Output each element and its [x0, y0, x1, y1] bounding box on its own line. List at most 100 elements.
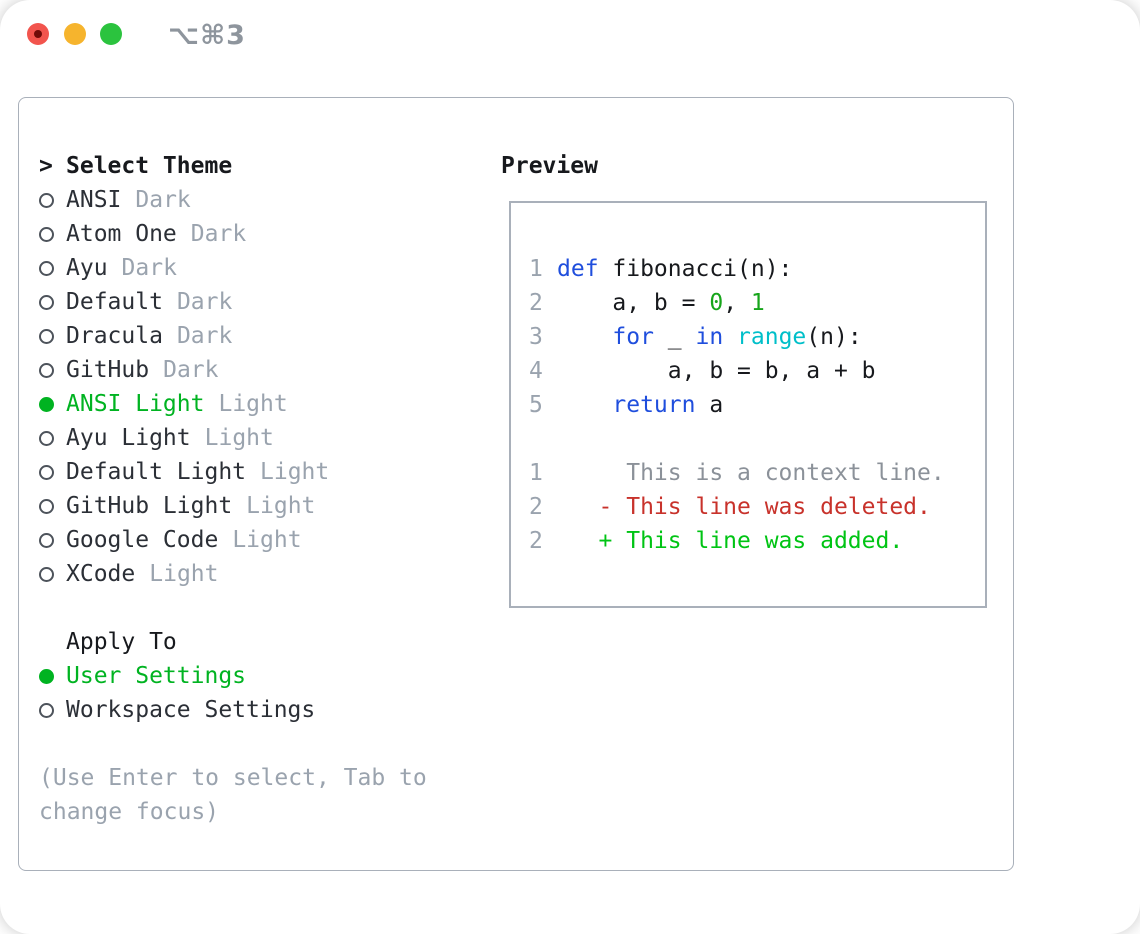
code-line: 3 for _ in range(n):	[529, 320, 945, 354]
apply-option-workspace-settings[interactable]: Workspace Settings	[39, 693, 474, 727]
code-line: 2 + This line was added.	[529, 524, 945, 558]
apply-option-label: User Settings	[66, 663, 247, 689]
radio-icon	[39, 396, 66, 412]
radio-icon	[39, 566, 66, 582]
radio-icon	[39, 532, 66, 548]
line-number: 5	[529, 392, 543, 418]
radio-icon	[39, 192, 66, 208]
theme-option-default[interactable]: Default Dark	[39, 285, 474, 319]
theme-label: Default Light	[66, 459, 247, 485]
code-segment: range	[737, 324, 807, 350]
apply-to-header-row: Apply To	[39, 625, 474, 659]
theme-variant: Dark	[163, 357, 219, 383]
theme-label: GitHub	[66, 357, 150, 383]
window-title: ⌥⌘3	[168, 20, 246, 51]
code-segment: 1	[750, 290, 765, 316]
theme-variant: Dark	[176, 289, 233, 315]
code-line: 1 This is a context line.	[529, 456, 945, 490]
code-segment: for	[612, 324, 654, 350]
code-line: 4 a, b = b, a + b	[529, 354, 945, 388]
theme-option-xcode[interactable]: XCode Light	[39, 557, 474, 591]
theme-variant: Dark	[121, 255, 177, 281]
select-theme-title: Select Theme	[66, 153, 233, 179]
code-segment: This is a context line.	[557, 460, 945, 486]
radio-icon	[39, 430, 66, 446]
radio-icon	[39, 260, 66, 276]
radio-icon	[39, 226, 66, 242]
code-segment: def	[557, 256, 599, 282]
theme-label: Default	[66, 289, 163, 315]
code-segment	[557, 392, 612, 418]
theme-label: Ayu Light	[66, 425, 191, 451]
minimize-button[interactable]	[64, 23, 86, 45]
theme-variant: Light	[260, 459, 330, 485]
theme-variant: Light	[218, 391, 288, 417]
theme-option-ayu[interactable]: Ayu Dark	[39, 251, 474, 285]
code-segment: fibonacci(n):	[598, 256, 793, 282]
code-segment: 0	[709, 290, 724, 316]
apply-option-label: Workspace Settings	[66, 697, 316, 723]
line-number: 1	[529, 460, 543, 486]
radio-icon	[39, 464, 66, 480]
focus-caret-icon: >	[39, 153, 53, 179]
code-segment	[557, 528, 599, 554]
code-line: 2 a, b = 0, 1	[529, 286, 945, 320]
code-segment: (n):	[806, 324, 862, 350]
code-segment	[557, 494, 599, 520]
apply-to-title: Apply To	[66, 629, 177, 655]
theme-option-github[interactable]: GitHub Dark	[39, 353, 474, 387]
close-button[interactable]	[27, 23, 49, 45]
code-segment: - This line was deleted.	[598, 494, 931, 520]
theme-option-atom-one[interactable]: Atom One Dark	[39, 217, 474, 251]
code-line: 5 return a	[529, 388, 945, 422]
zoom-button[interactable]	[100, 23, 122, 45]
blank-line	[529, 422, 945, 456]
theme-option-default-light[interactable]: Default Light Light	[39, 455, 474, 489]
code-segment: _	[653, 324, 696, 350]
code-line: 2 - This line was deleted.	[529, 490, 945, 524]
line-number: 1	[529, 256, 543, 282]
line-number: 2	[529, 290, 543, 316]
code-segment: a, b =	[557, 290, 710, 316]
radio-icon	[39, 702, 66, 718]
close-dot-icon	[34, 30, 42, 38]
theme-label: XCode	[66, 561, 136, 587]
theme-variant: Dark	[190, 221, 247, 247]
theme-label: Google Code	[66, 527, 219, 553]
theme-variant: Light	[149, 561, 219, 587]
theme-label: GitHub Light	[66, 493, 233, 519]
preview-title: Preview	[501, 153, 598, 179]
spacer	[39, 727, 474, 761]
line-number: 2	[529, 528, 543, 554]
line-number: 2	[529, 494, 543, 520]
code-segment	[557, 324, 612, 350]
line-number: 3	[529, 324, 543, 350]
theme-label: Atom One	[66, 221, 177, 247]
radio-icon	[39, 362, 66, 378]
code-segment: in	[695, 324, 724, 350]
theme-label: ANSI	[66, 187, 122, 213]
theme-label: Ayu	[66, 255, 108, 281]
code-segment: return	[612, 392, 696, 418]
code-segment: + This line was added.	[598, 528, 904, 554]
radio-icon	[39, 294, 66, 310]
code-line: 1 def fibonacci(n):	[529, 252, 945, 286]
code-segment: ,	[723, 290, 751, 316]
radio-icon	[39, 498, 66, 514]
theme-label: Dracula	[66, 323, 163, 349]
radio-icon	[39, 668, 66, 684]
code-segment	[723, 324, 737, 350]
apply-option-user-settings[interactable]: User Settings	[39, 659, 474, 693]
select-theme-header-row: > Select Theme	[39, 149, 474, 183]
